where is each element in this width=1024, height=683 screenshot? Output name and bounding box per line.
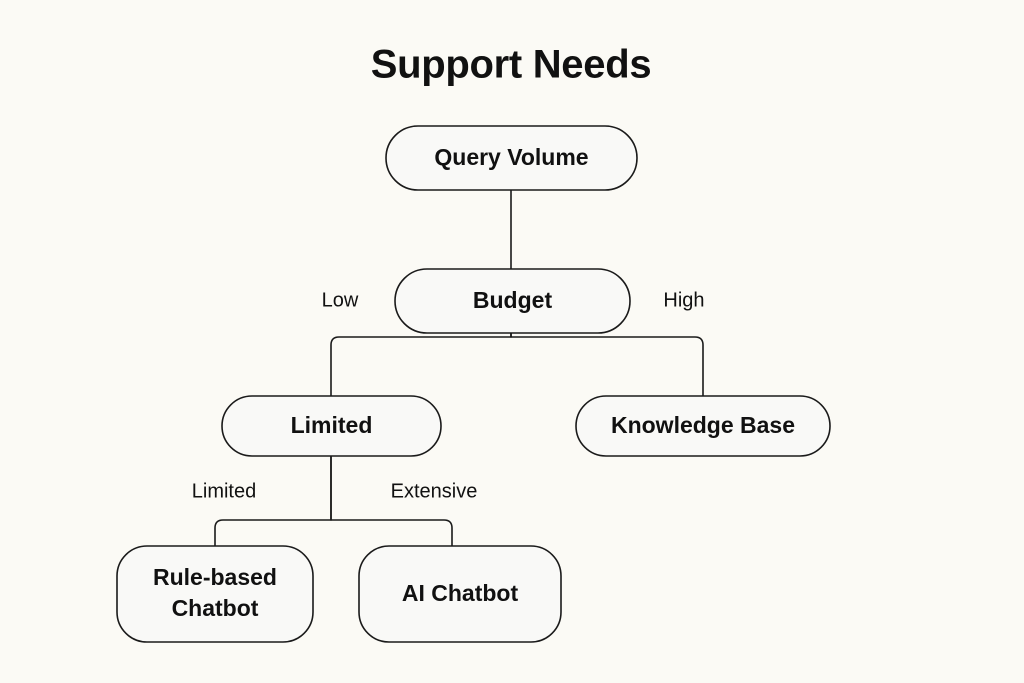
node-rule-based-chatbot[interactable]: Rule-based Chatbot (116, 545, 314, 643)
page-title: Support Needs (371, 43, 652, 87)
node-query-volume-shape[interactable] (385, 125, 638, 191)
node-rule-based-chatbot-label-line1: Rule-based (153, 564, 277, 590)
node-ai-chatbot-label: AI Chatbot (402, 580, 519, 606)
node-budget[interactable]: Budget (394, 268, 631, 334)
node-rule-based-chatbot-shape[interactable] (116, 545, 314, 643)
node-limited-label: Limited (291, 412, 373, 438)
node-limited-shape[interactable] (221, 395, 442, 457)
node-ai-chatbot-shape[interactable] (358, 545, 562, 643)
node-ai-chatbot[interactable]: AI Chatbot (358, 545, 562, 643)
node-budget-label: Budget (473, 287, 553, 313)
node-limited[interactable]: Limited (221, 395, 442, 457)
edge-label-low: Low (322, 289, 359, 311)
edge-label-limited: Limited (192, 480, 256, 502)
edge-limited-to-ai-chatbot (330, 456, 453, 546)
edge-limited-to-rule-based-chatbot (214, 456, 332, 546)
edge-budget-to-knowledge-base (510, 333, 704, 396)
node-rule-based-chatbot-label-line2: Chatbot (172, 595, 259, 621)
node-budget-shape[interactable] (394, 268, 631, 334)
node-knowledge-base-shape[interactable] (575, 395, 831, 457)
node-knowledge-base-label: Knowledge Base (611, 412, 795, 438)
edge-label-extensive: Extensive (391, 480, 478, 502)
node-query-volume[interactable]: Query Volume (385, 125, 638, 191)
edge-budget-to-limited (330, 328, 512, 396)
node-knowledge-base[interactable]: Knowledge Base (575, 395, 831, 457)
edge-label-high: High (663, 289, 704, 311)
node-query-volume-label: Query Volume (434, 144, 588, 170)
